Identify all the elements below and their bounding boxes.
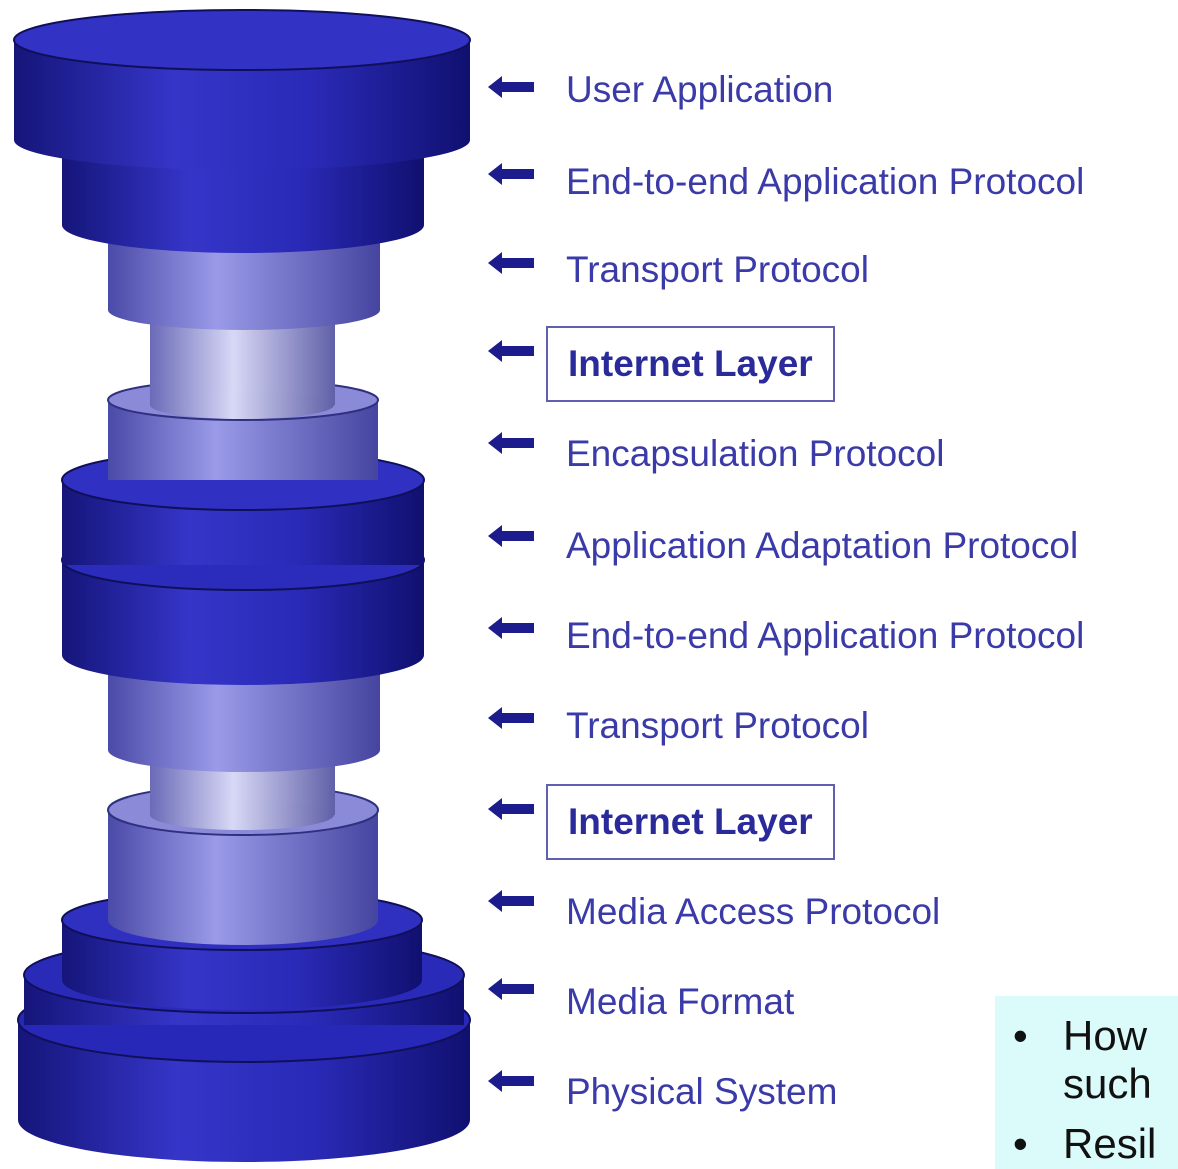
note-text: such xyxy=(1063,1060,1152,1107)
layer-label: Media Format xyxy=(566,981,795,1022)
left-arrow-icon xyxy=(488,1070,534,1092)
layer-label: Physical System xyxy=(566,1071,838,1112)
bullet-icon: • xyxy=(1013,1012,1028,1059)
left-arrow-icon xyxy=(488,617,534,639)
left-arrow-icon xyxy=(488,890,534,912)
bullet-icon: • xyxy=(1013,1120,1028,1167)
left-arrow-icon xyxy=(488,707,534,729)
left-arrow-icon xyxy=(488,978,534,1000)
layer-label: Media Access Protocol xyxy=(566,891,941,932)
left-arrow-icon xyxy=(488,252,534,274)
left-arrow-icon xyxy=(488,432,534,454)
layer-label: User Application xyxy=(566,69,834,110)
left-arrow-icon xyxy=(488,76,534,98)
note-line-2: such xyxy=(1013,1060,1152,1108)
notes-panel: • How such • Resil xyxy=(995,996,1178,1169)
note-line-1: • How xyxy=(1013,1012,1147,1060)
note-text: How xyxy=(1063,1012,1148,1059)
layer-label-boxed: Internet Layer xyxy=(546,326,835,402)
layer-label: End-to-end Application Protocol xyxy=(566,161,1085,202)
layer-label: Transport Protocol xyxy=(566,705,869,746)
layer-label: End-to-end Application Protocol xyxy=(566,615,1085,656)
stack-disc-user-application xyxy=(13,9,471,170)
left-arrow-icon xyxy=(488,163,534,185)
left-arrow-icon xyxy=(488,525,534,547)
layer-label-boxed: Internet Layer xyxy=(546,784,835,860)
layer-label: Encapsulation Protocol xyxy=(566,433,945,474)
note-text: Resil xyxy=(1063,1120,1157,1167)
protocol-stack-diagram xyxy=(13,9,471,1162)
left-arrow-icon xyxy=(488,340,534,362)
layer-label: Transport Protocol xyxy=(566,249,869,290)
layer-label: Application Adaptation Protocol xyxy=(566,525,1079,566)
left-arrow-icon xyxy=(488,798,534,820)
note-line-3: • Resil xyxy=(1013,1120,1156,1168)
